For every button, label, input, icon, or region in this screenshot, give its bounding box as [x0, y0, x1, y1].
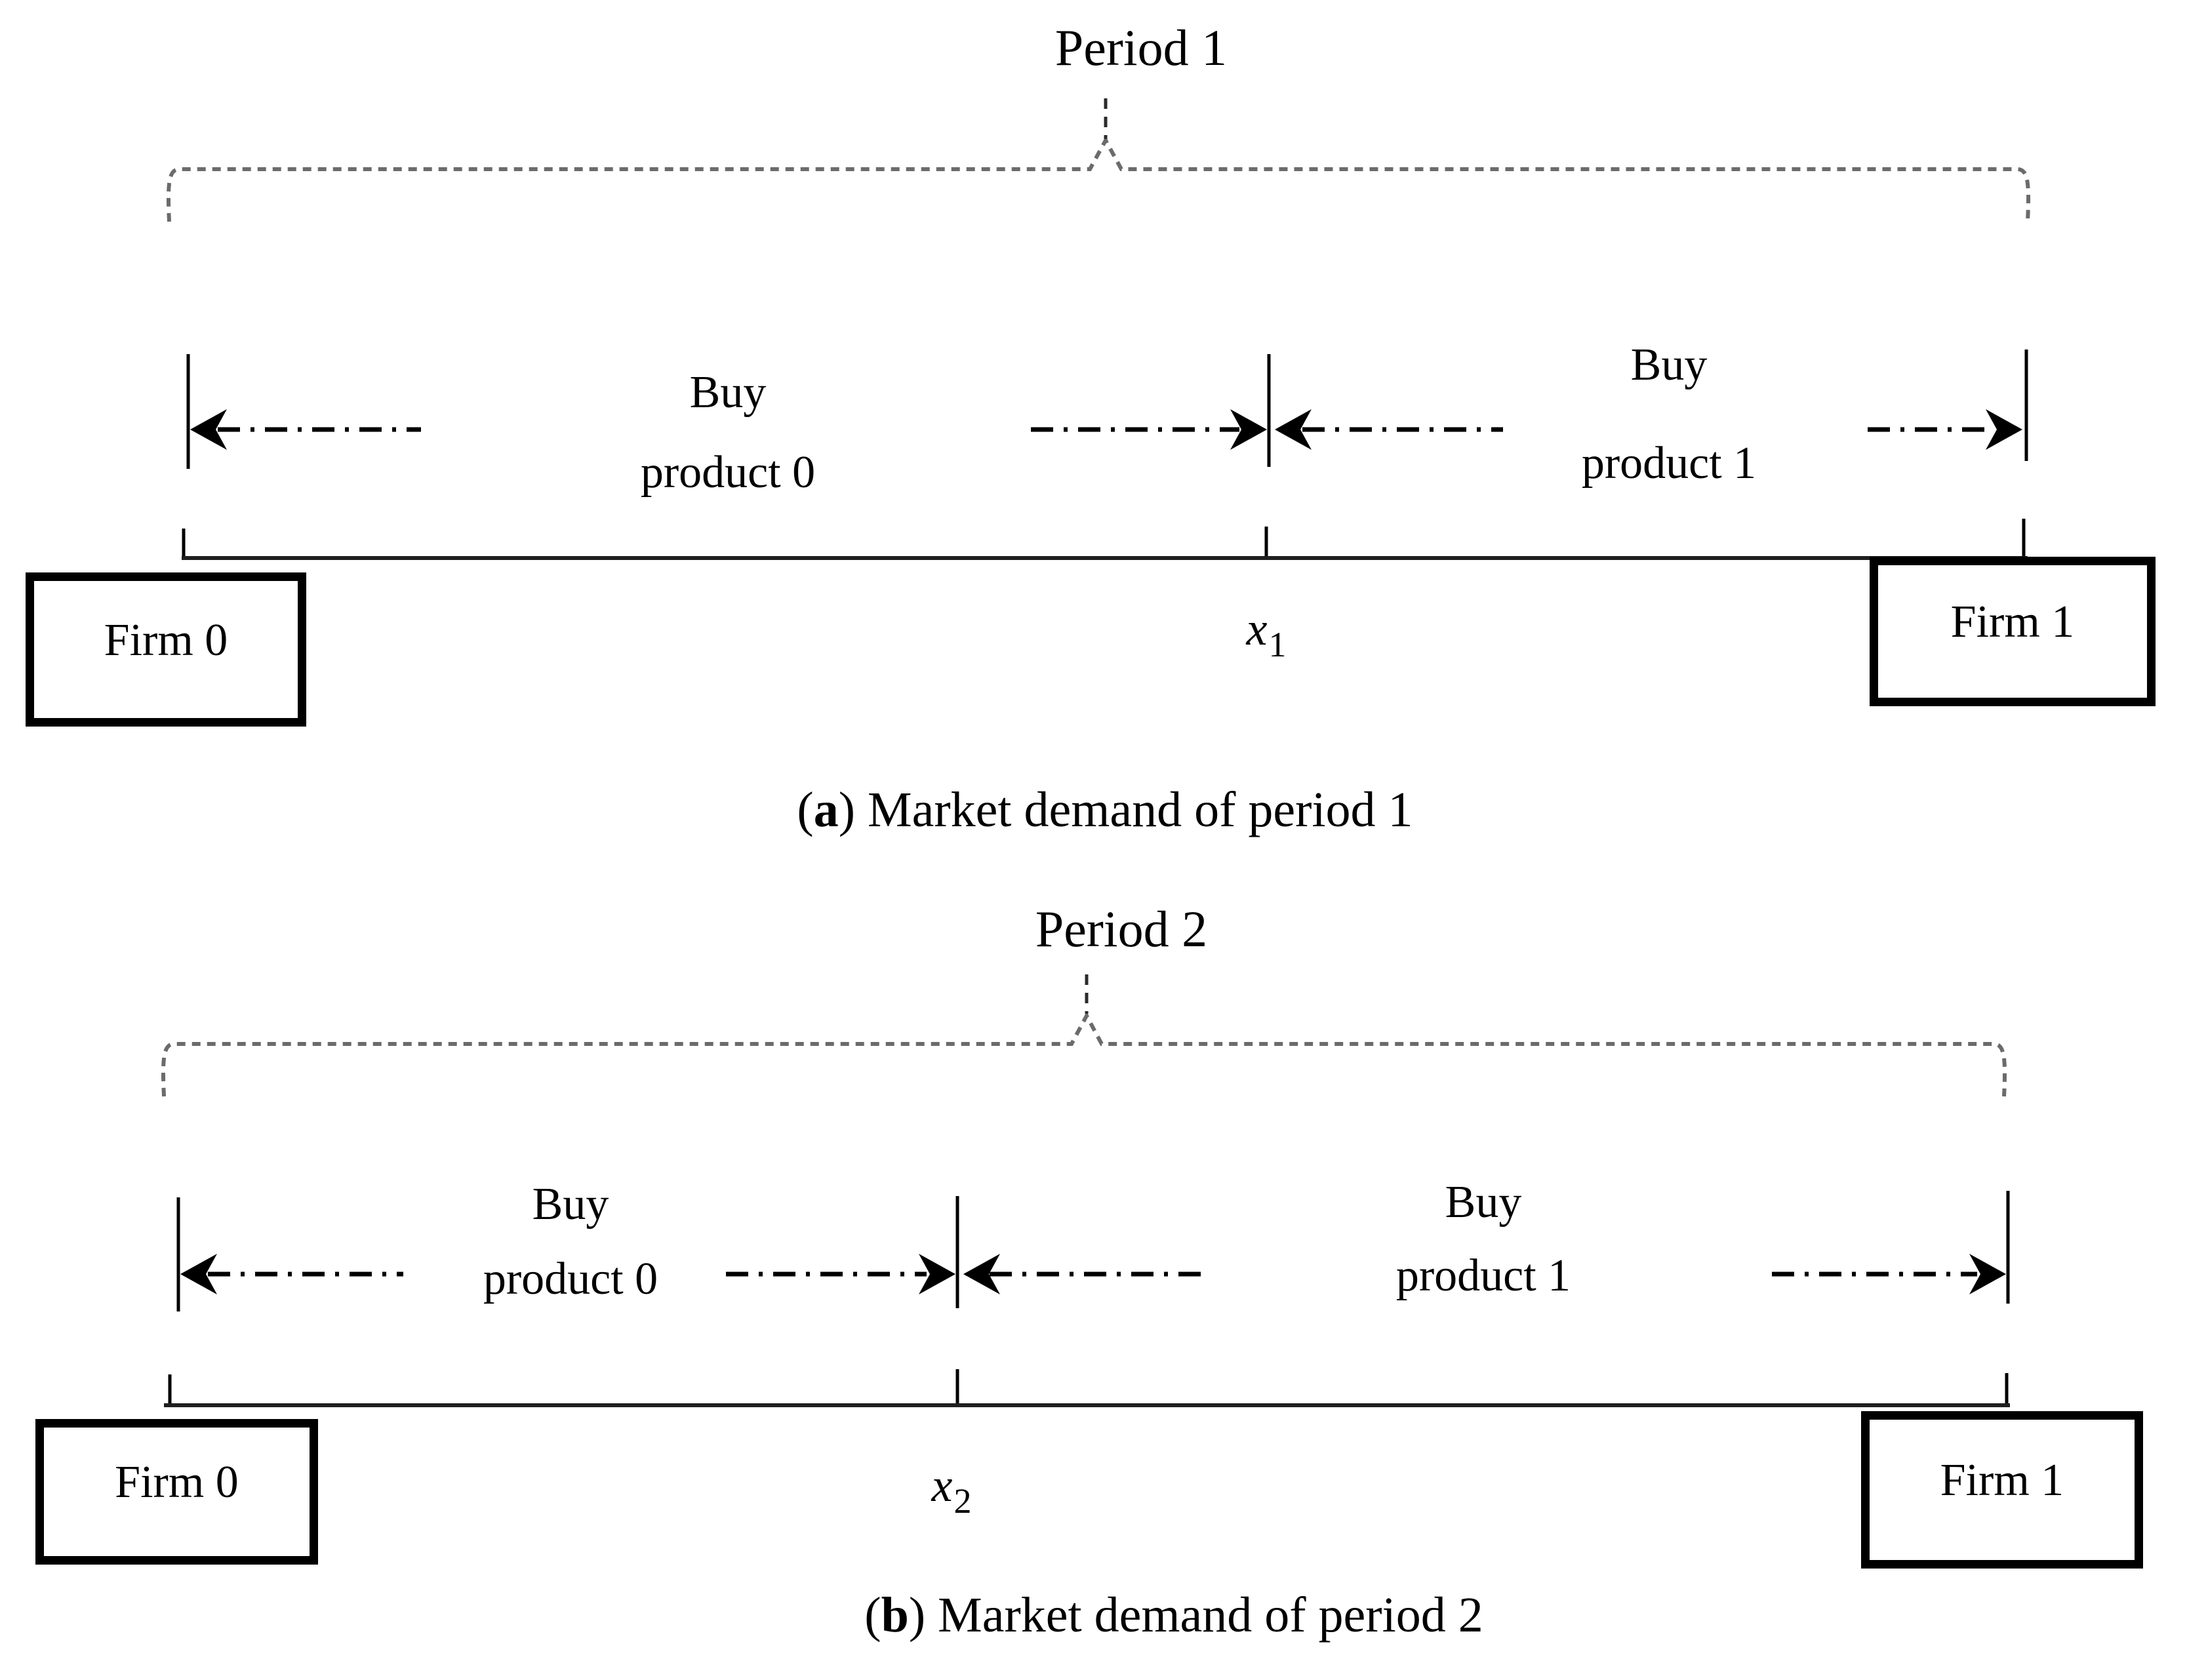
firm0-box-b: Firm 0 — [35, 1419, 318, 1565]
arrowhead-left-a-seg2 — [1275, 409, 1312, 450]
buy-label-a-product1-line1: Buy — [1630, 340, 1708, 390]
overbrace-b — [161, 1011, 2007, 1097]
boundary-var-b: x — [931, 1459, 953, 1511]
arrowhead-right-b-seg2 — [1969, 1254, 2006, 1294]
firm1-label-b: Firm 1 — [1940, 1455, 2064, 1506]
buy-label-b-product0-line2: product 0 — [483, 1254, 658, 1304]
caption-a: (a) Market demand of period 1 — [23, 782, 2187, 839]
caption-b-rest: ) Market demand of period 2 — [908, 1588, 1483, 1643]
firm1-box-a: Firm 1 — [1870, 557, 2156, 706]
boundary-var-a: x — [1246, 603, 1268, 655]
arrowhead-left-a-seg1 — [190, 409, 227, 450]
firm1-box-b: Firm 1 — [1861, 1411, 2143, 1569]
arrowhead-left-b-seg2 — [963, 1254, 1000, 1294]
boundary-sub-a: 1 — [1268, 625, 1287, 664]
firm0-label-a: Firm 0 — [104, 614, 228, 666]
buy-label-b-product1-line2: product 1 — [1395, 1250, 1571, 1301]
arrowhead-left-b-seg1 — [180, 1254, 217, 1294]
caption-b-letter: b — [881, 1588, 909, 1643]
boundary-label-x2: x2 — [892, 1458, 1010, 1521]
arrowhead-right-b-seg1 — [919, 1254, 955, 1294]
caption-a-letter: a — [813, 782, 839, 837]
buy-label-b-product0-line1: Buy — [532, 1179, 609, 1230]
buy-label-a-product1: Buy product 1 — [1538, 341, 1800, 488]
buy-label-a-product0-line1: Buy — [689, 367, 767, 418]
firm0-box-a: Firm 0 — [26, 572, 306, 727]
caption-a-paren: ( — [797, 782, 814, 837]
arrowhead-right-a-seg1 — [1230, 409, 1267, 450]
period-title-b: Period 2 — [1035, 900, 1208, 957]
buy-label-b-product1-line1: Buy — [1445, 1177, 1522, 1228]
caption-b: (b) Market demand of period 2 — [92, 1587, 2187, 1644]
boundary-sub-b: 2 — [953, 1481, 972, 1521]
buy-label-a-product0: Buy product 0 — [597, 369, 859, 497]
period-title-a: Period 1 — [1054, 19, 1228, 76]
firm1-label-a: Firm 1 — [1950, 597, 2075, 647]
caption-a-rest: ) Market demand of period 1 — [838, 782, 1413, 837]
overbrace-a — [166, 136, 2031, 222]
boundary-label-x1: x1 — [1200, 602, 1331, 664]
caption-b-paren: ( — [864, 1588, 881, 1643]
arrowhead-right-a-seg2 — [1986, 409, 2022, 450]
buy-label-a-product0-line2: product 0 — [640, 447, 816, 498]
buy-label-a-product1-line2: product 1 — [1581, 438, 1757, 489]
buy-label-b-product1: Buy product 1 — [1346, 1178, 1621, 1300]
buy-label-b-product0: Buy product 0 — [433, 1180, 708, 1304]
firm0-label-b: Firm 0 — [115, 1457, 239, 1508]
